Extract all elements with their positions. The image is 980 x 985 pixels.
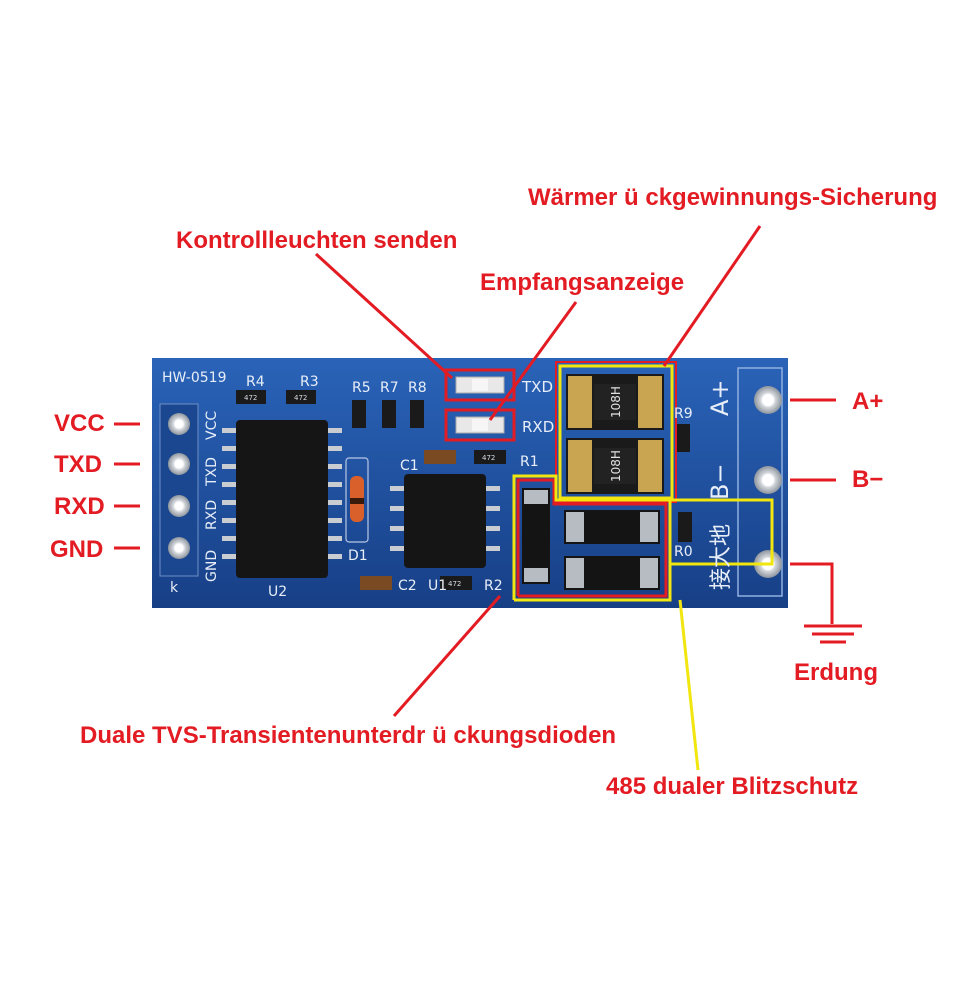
tvs-diode-upper [564,510,660,544]
silk-r4: R4 [246,374,265,390]
pin-label-gnd: GND [50,536,104,563]
fuse-code-bottom: 108H [609,450,623,482]
leader-lightning [678,599,700,771]
resistor-c2 [360,576,392,590]
rx-led [444,408,516,442]
u1-chip [390,474,500,568]
silk-r3: R3 [300,374,319,390]
resistor-r4 [236,390,266,404]
silk-pin-vcc: VCC [204,411,220,440]
silk-r1: R1 [520,454,539,470]
pin-label-b-minus: B− [852,466,884,493]
resistor-r0 [678,512,692,542]
silk-led-txd: TXD [521,378,553,396]
left-header-pins [168,413,190,559]
fuse-top: 108H [566,374,664,430]
resistor-r1 [474,450,506,464]
silk-d1: D1 [348,548,368,564]
resistor-r8 [410,400,424,428]
silk-pin-txd: TXD [204,457,220,487]
silk-r2: R2 [484,578,503,594]
right-terminal-strip [737,367,783,597]
callout-tvs: Duale TVS-Transientenunterdr ü ckungsdio… [80,722,617,749]
silk-r0: R0 [674,544,693,560]
silk-u1: U1 [428,578,447,594]
lightning-yellow-box [668,498,774,566]
silk-pin-rxd: RXD [204,500,220,530]
silk-led-rxd: RXD [522,418,554,436]
d1-diode [345,457,369,543]
silk-r8: R8 [408,380,427,396]
leader-tvs [392,595,502,717]
callout-rx-led: Empfangsanzeige [480,269,685,296]
leader-ground [790,562,834,624]
resistor-c1 [424,450,456,464]
resistor-r3 [286,390,316,404]
tvs-diode-vertical [522,488,550,584]
callout-fuse: Wärmer ü ckgewinnungs-Sicherung [528,184,938,211]
resistor-r2 [440,576,472,590]
resistor-r5 [352,400,366,428]
callout-lightning: 485 dualer Blitzschutz [606,773,859,800]
resistor-r9 [676,424,690,452]
silk-earth: 接大地 [709,524,734,590]
leader-fuse [662,225,762,367]
leader-rx-led [488,301,578,421]
silk-k: k [170,580,179,596]
pin-label-vcc: VCC [54,410,105,437]
fuse-highlight-box [558,364,674,500]
res-code-r1: 472 [482,454,495,462]
pin-label-rxd: RXD [54,493,105,520]
silk-u2: U2 [268,584,287,600]
u2-chip [222,420,342,578]
pin-label-txd: TXD [54,451,102,478]
fuse-bottom: 108H [566,438,664,494]
tvs-yellow-box [512,474,672,602]
fuse-code-top: 108H [609,386,623,418]
silk-r9: R9 [674,406,693,422]
leader-tx-led [314,252,454,380]
callout-ground: Erdung [794,659,878,686]
res-code-r4: 472 [244,394,257,402]
silk-model: HW-0519 [162,370,226,386]
fuse-red-outline [555,361,677,503]
silk-a-plus: A+ [706,379,734,416]
resistors [236,390,692,590]
silk-b-minus: B− [706,463,734,500]
pin-label-a-plus: A+ [852,388,884,415]
silk-c1: C1 [400,458,419,474]
silk-r7: R7 [380,380,399,396]
tvs-red-box [516,478,668,598]
callout-tx-led: Kontrollleuchten senden [176,227,458,254]
res-code-r3: 472 [294,394,307,402]
resistor-r7 [382,400,396,428]
res-code-r2: 472 [448,580,461,588]
silk-pin-gnd: GND [204,550,220,582]
silk-r5: R5 [352,380,371,396]
callout-lines [114,225,862,717]
silk-c2: C2 [398,578,417,594]
tvs-diode-lower [564,556,660,590]
